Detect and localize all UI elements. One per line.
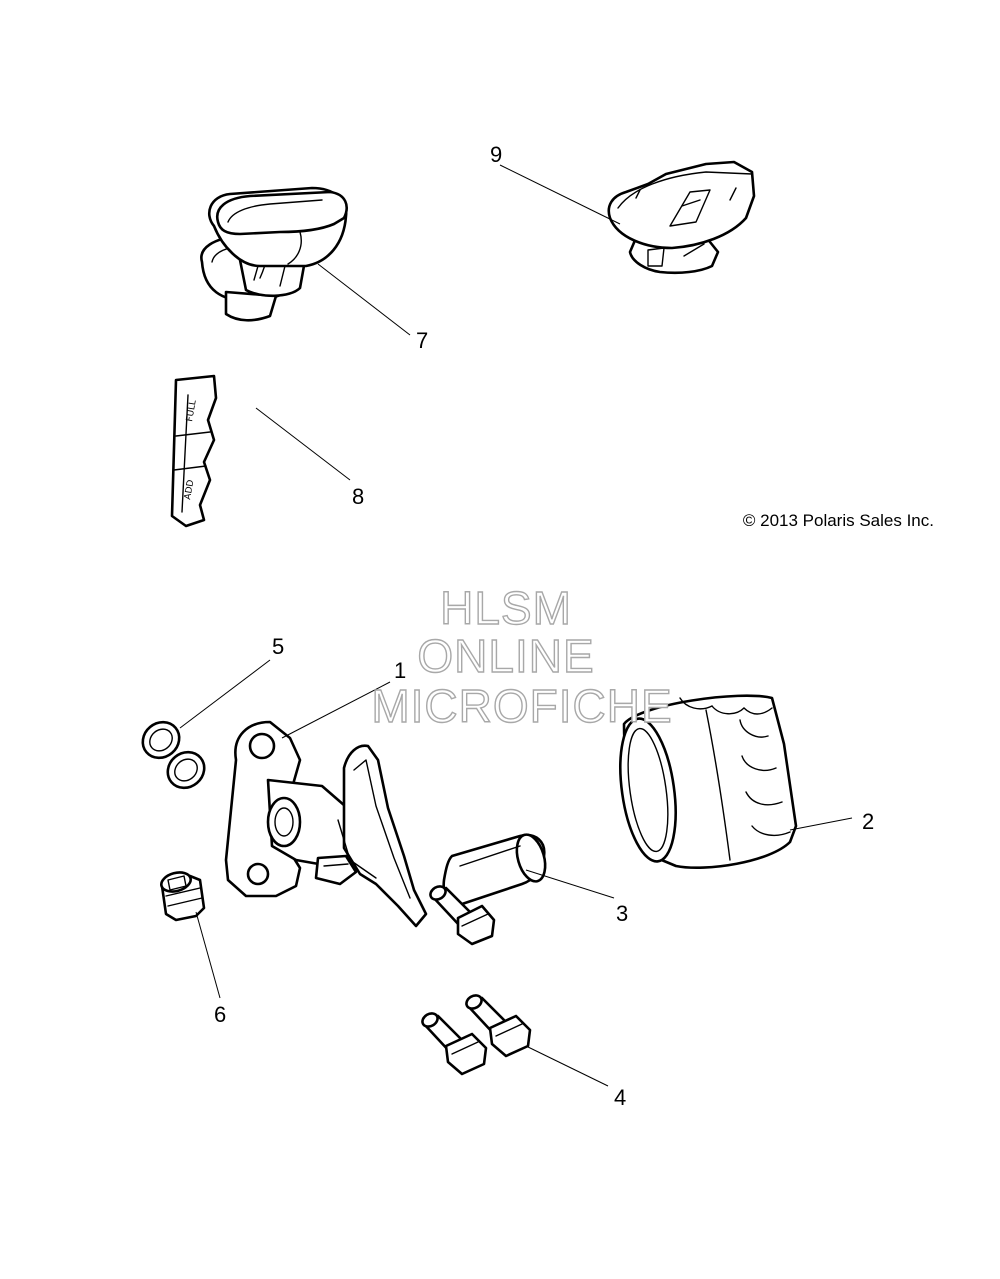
threaded-plug	[160, 871, 206, 922]
watermark-line-3: MICROFICHE	[371, 680, 672, 732]
watermark-line-2: ONLINE	[417, 630, 594, 682]
bolt-pair	[421, 994, 532, 1076]
callout-8: 8	[352, 484, 364, 509]
copyright-notice: © 2013 Polaris Sales Inc.	[743, 511, 934, 530]
callout-3: 3	[616, 901, 628, 926]
leader-1	[281, 681, 391, 739]
callout-2: 2	[862, 809, 874, 834]
callout-1: 1	[394, 658, 406, 683]
filter-adapter	[224, 720, 428, 928]
callout-5: 5	[272, 634, 284, 659]
callout-9: 9	[490, 142, 502, 167]
filter-nipple	[442, 833, 547, 906]
o-rings	[141, 720, 206, 790]
leader-4	[525, 1045, 609, 1087]
leader-6	[195, 911, 221, 999]
leader-7	[317, 263, 411, 336]
watermark-line-1: HLSM	[440, 582, 572, 634]
oil-fill-cap	[607, 160, 756, 275]
leader-3	[525, 869, 615, 899]
leader-5	[179, 659, 271, 729]
callout-6: 6	[214, 1002, 226, 1027]
oil-filter	[619, 694, 798, 869]
svg-text:FULL: FULL	[185, 399, 199, 422]
leader-2	[789, 817, 853, 831]
callout-7: 7	[416, 328, 428, 353]
svg-text:ADD: ADD	[183, 479, 196, 501]
callout-4: 4	[614, 1085, 626, 1110]
leader-8	[255, 407, 351, 481]
dipstick-assembly: FULL ADD	[170, 186, 348, 528]
bolt-single	[429, 885, 496, 946]
leader-9	[499, 164, 621, 225]
